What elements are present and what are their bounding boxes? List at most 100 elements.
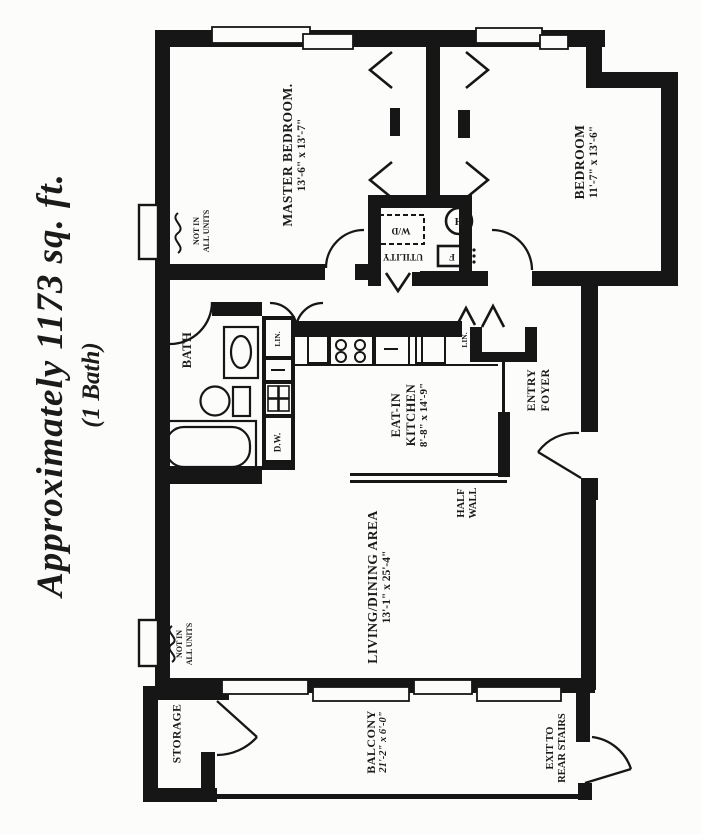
wall-master-bottom [155, 264, 325, 280]
wall-utility-top [368, 195, 472, 208]
wall-master-closet-stub [390, 108, 400, 136]
master-closet-chevron-1 [367, 50, 393, 90]
wall-right-mid [581, 286, 598, 432]
wall-right-upper [661, 72, 678, 286]
wall-foyer-closet-bottom [470, 352, 537, 362]
wall-bath-bottom [155, 466, 262, 484]
wall-foyer-closet-right [525, 327, 537, 362]
stove-burner [354, 351, 366, 363]
niau-upper-line1: NOT IN [192, 216, 201, 246]
linen-label-foyer: LIN. [460, 326, 470, 354]
half-wall-line-2 [350, 480, 507, 483]
water-heater-label: H [451, 215, 467, 227]
not-in-all-units-upper: NOT IN ALL UNITS [192, 202, 212, 260]
master-window-pane-2 [302, 33, 354, 50]
wall-balcony-right [576, 690, 590, 742]
wall-kitchen-east [498, 412, 510, 477]
wall-bath-top [212, 302, 262, 316]
storage-label: STORAGE [171, 684, 186, 784]
water-heater-circle [444, 206, 474, 236]
foyer-line1: ENTRY [526, 368, 539, 412]
stove-burner [335, 351, 347, 363]
master-bedroom-dims: 13'-6" x 13'-7" [296, 118, 309, 192]
master-bedroom-label: MASTER BEDROOM. 13'-6" x 13'-7" [277, 70, 313, 240]
washer-dryer-text: W/D [391, 225, 411, 236]
title-bath-count: (1 Bath) [78, 342, 106, 428]
wall-storage-top [143, 686, 229, 700]
kitchen-name-line2: KITCHEN [403, 383, 418, 447]
utility-door-chevron [384, 272, 412, 294]
bedroom-closet-chevron-2 [465, 160, 491, 200]
vanity-sink-basin [229, 334, 253, 370]
balcony-dims: 21'-2" x 6'-0" [377, 711, 389, 773]
exit-door-leaf [584, 767, 632, 785]
wall-right-living [581, 500, 596, 690]
brace-upper [174, 212, 182, 254]
living-dining-dims: 13'-1" x 25'-4" [381, 550, 394, 624]
optional-window-upper [137, 203, 160, 261]
exit-door-arc [591, 735, 633, 770]
refrigerator [415, 335, 446, 364]
storage-door-arc [216, 736, 258, 757]
plan-title: Approximately 1173 sq. ft. (1 Bath) [26, 150, 110, 620]
wall-kitchen-east-thin [502, 362, 505, 412]
exit-line2: REAR STAIRS [557, 713, 568, 783]
door-swings [169, 228, 633, 785]
master-window-pane-1 [211, 26, 311, 44]
half-wall-line2: WALL [468, 487, 479, 519]
exit-line1: EXIT TO [544, 726, 556, 770]
wall-balcony-post [578, 783, 592, 800]
bedroom-closet-chevron-1 [465, 50, 491, 90]
half-wall-line-1 [350, 473, 507, 476]
kitchen-appliances [267, 332, 446, 412]
bedroom-door-arc [491, 228, 534, 271]
foyer-line2: FOYER [540, 368, 552, 412]
wall-closet-back [426, 47, 440, 197]
not-in-all-units-lower: NOT IN ALL UNITS [175, 615, 195, 673]
furnace-dots [472, 248, 476, 264]
master-door-arc [324, 228, 365, 269]
balcony-label: BALCONY 21'-2" x 6'-0" [361, 682, 393, 802]
furnace-text: F [449, 251, 455, 262]
linen-text-1: LIN. [272, 331, 282, 347]
bedroom-label: BEDROOM 11'-7" x 13'-6" [569, 87, 605, 237]
half-wall-line1: HALF [455, 488, 467, 518]
kitchen-dims: 8'-8" x 14'-9" [418, 382, 431, 448]
optional-window-lower [137, 618, 160, 668]
kitchen-sink-unit [374, 332, 410, 366]
niau-upper-line2: ALL UNITS [202, 209, 211, 253]
furnace-box [436, 244, 470, 268]
toilet-tank [231, 385, 252, 418]
storage-name: STORAGE [171, 703, 184, 764]
balcony-door-pane-3 [413, 679, 473, 695]
stove [329, 333, 374, 366]
wall-storage-bottom [143, 788, 217, 802]
wall-utility-left [368, 195, 381, 286]
half-wall-label: HALF WALL [454, 471, 482, 535]
wall-left [155, 30, 170, 690]
double-sink-squares [267, 385, 290, 412]
bath-name: BATH [179, 331, 194, 369]
living-dining-label: LIVING/DINING AREA 13'-1" x 25'-4" [362, 492, 398, 682]
kitchen-label: EAT-IN KITCHEN 8'-8" x 14'-9" [385, 355, 435, 475]
utility-label: UTILITY [377, 250, 429, 261]
dishwasher-label: D.W. [273, 426, 284, 460]
brace-lower [168, 625, 176, 663]
linen-closet-cell [266, 320, 291, 356]
entry-door-leaf [537, 451, 582, 479]
furnace-label: F [445, 250, 459, 261]
balcony-door-pane-2 [312, 686, 410, 702]
bath-door-arc [169, 301, 214, 346]
bedroom-window-pane-1 [475, 27, 543, 44]
title-text: Approximately 1173 sq. ft. [30, 173, 72, 597]
washer-dryer-box [378, 214, 425, 245]
wall-entry-door-block [581, 478, 598, 500]
balcony-name: BALCONY [363, 710, 378, 774]
stove-burner [354, 339, 366, 351]
bathtub [164, 425, 252, 469]
entry-door-arc [537, 431, 580, 453]
hall-door-arc-2 [294, 301, 324, 331]
counter-cabinet [307, 335, 329, 364]
niau-lower-line2: ALL UNITS [185, 622, 194, 666]
